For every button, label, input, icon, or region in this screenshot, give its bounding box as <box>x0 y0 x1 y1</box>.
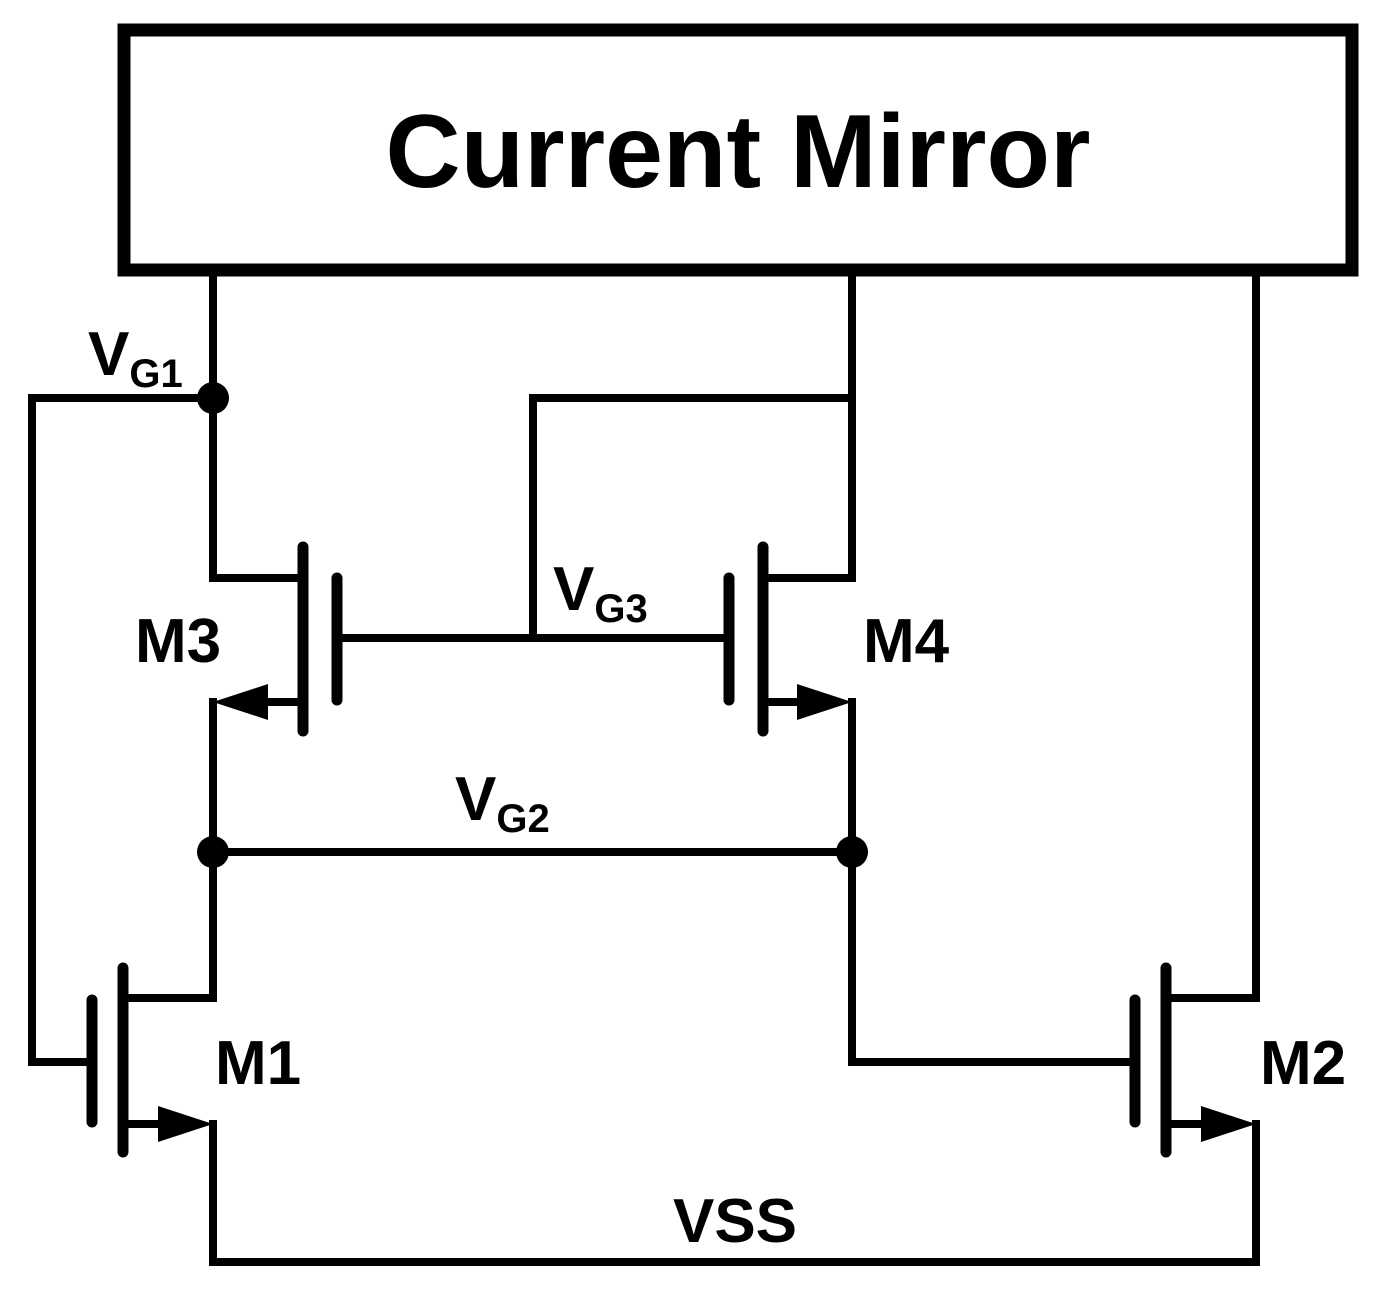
current-mirror-title: Current Mirror <box>386 94 1091 210</box>
transistor-label-m1: M1 <box>215 1029 301 1098</box>
m3-source-arrow <box>213 684 268 720</box>
junction-vg1 <box>197 382 229 414</box>
transistor-label-m2: M2 <box>1260 1029 1346 1098</box>
node-label-vg2: VG2 <box>455 765 550 841</box>
node-label-vss: VSS <box>673 1187 797 1256</box>
transistor-label-m3: M3 <box>135 607 221 676</box>
junction-vg2-left <box>197 836 229 868</box>
junction-vg2-right <box>836 836 868 868</box>
m4-source-arrow <box>797 684 852 720</box>
m1-source-arrow <box>158 1106 213 1142</box>
m2-source-arrow <box>1201 1106 1256 1142</box>
current-mirror-block <box>117 23 1359 277</box>
transistor-label-m4: M4 <box>863 607 950 676</box>
node-label-vg3: VG3 <box>553 555 648 631</box>
node-label-vg1: VG1 <box>88 320 183 396</box>
